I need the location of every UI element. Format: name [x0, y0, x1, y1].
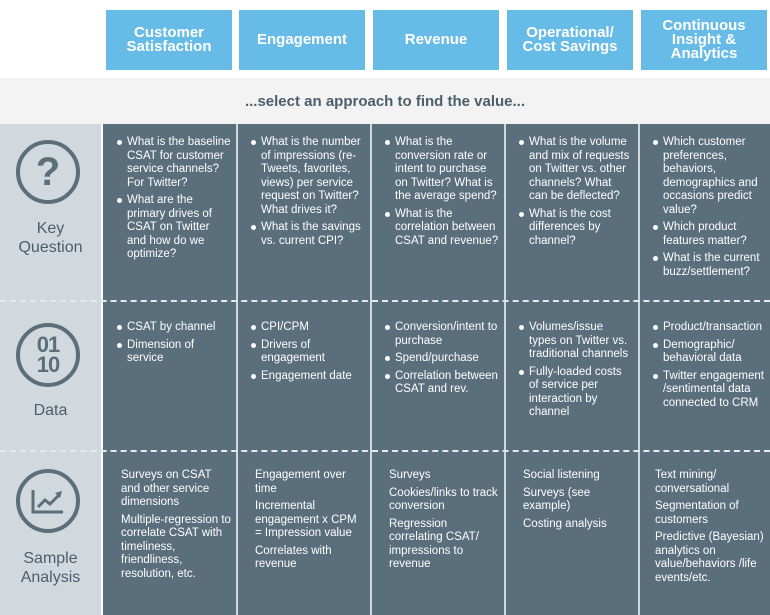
- list-item: What is the conversion rate or intent to…: [385, 136, 499, 204]
- column-header-customer-satisfaction: Customer Satisfaction: [106, 10, 232, 70]
- list-item: What are the primary drives of CSAT on T…: [117, 194, 231, 262]
- list-item: Engagement date: [251, 370, 365, 384]
- list-item: Costing analysis: [523, 517, 607, 530]
- binary-data-icon: 01 10: [16, 323, 80, 387]
- list-item: Conversion/intent to purchase: [385, 321, 499, 348]
- cell-data-insight: Product/transaction Demographic/ behavio…: [639, 301, 770, 451]
- row-label-text: Data: [33, 402, 68, 419]
- cell-data-operational: Volumes/issue types on Twitter vs. tradi…: [505, 301, 639, 451]
- row-separator: [0, 450, 770, 452]
- list-item: What is the correlation between CSAT and…: [385, 208, 499, 249]
- list-item: Surveys (see example): [523, 486, 591, 513]
- list-item: Twitter engagement /sentimental data con…: [653, 370, 764, 411]
- list-item: What is the volume and mix of requests o…: [519, 136, 633, 204]
- cell-data-customer-satisfaction: CSAT by channel Dimension of service: [103, 301, 237, 451]
- column-header-operational-cost-savings: Operational/ Cost Savings: [507, 10, 633, 70]
- cell-analysis-operational: Social listening Surveys (see example) C…: [505, 451, 639, 615]
- cell-key-question-insight: Which customer preferences, behaviors, d…: [639, 124, 770, 301]
- row-label-text: Sample Analysis: [20, 550, 81, 586]
- list-item: Predictive (Bayesian) analytics on value…: [655, 531, 764, 584]
- instruction-banner: ...select an approach to find the value.…: [0, 78, 770, 125]
- list-item: Regression correlating CSAT/ impressions…: [389, 517, 479, 571]
- list-item: Incremental engagement x CPM = Impressio…: [255, 500, 357, 539]
- cell-key-question-engagement: What is the number of impressions (re-Tw…: [237, 124, 371, 301]
- cell-data-revenue: Conversion/intent to purchase Spend/purc…: [371, 301, 505, 451]
- list-item: Segmentation of customers: [655, 500, 739, 526]
- list-item: What is the number of impressions (re-Tw…: [251, 136, 365, 217]
- list-item: Dimension of service: [117, 339, 231, 366]
- cell-key-question-revenue: What is the conversion rate or intent to…: [371, 124, 505, 301]
- cell-analysis-insight: Text mining/ conversational Segmentation…: [639, 451, 770, 615]
- list-item: Volumes/issue types on Twitter vs. tradi…: [519, 321, 633, 362]
- question-mark-icon: ?: [16, 140, 80, 204]
- row-label-data: 01 10 Data: [0, 301, 101, 451]
- list-item: Product/transaction: [653, 321, 764, 335]
- list-item: Cookies/links to track conversion: [389, 486, 498, 513]
- list-item: Which product features matter?: [653, 221, 764, 248]
- list-item: Surveys on CSAT and other service dimens…: [121, 469, 212, 508]
- cell-key-question-customer-satisfaction: What is the baseline CSAT for customer s…: [103, 124, 237, 301]
- list-item: What is the savings vs. current CPI?: [251, 221, 365, 248]
- list-item: Text mining/ conversational: [655, 469, 730, 495]
- row-label-text: Key Question: [18, 220, 83, 256]
- list-item: Correlation between CSAT and rev.: [385, 370, 499, 397]
- row-separator: [0, 300, 770, 302]
- cell-data-engagement: CPI/CPM Drivers of engagement Engagement…: [237, 301, 371, 451]
- list-item: Social listening: [523, 469, 600, 481]
- row-label-key-question: ? Key Question: [0, 124, 101, 301]
- list-item: What is the cost differences by channel?: [519, 208, 633, 249]
- list-item: Fully-loaded costs of service per intera…: [519, 366, 633, 420]
- column-divider: [638, 124, 640, 615]
- cell-analysis-engagement: Engagement over time Incremental engagem…: [237, 451, 371, 615]
- trend-chart-icon: [16, 469, 80, 533]
- column-header-revenue: Revenue: [373, 10, 499, 70]
- column-divider: [370, 124, 372, 615]
- list-item: Surveys: [389, 469, 431, 481]
- row-label-sample-analysis: Sample Analysis: [0, 451, 101, 615]
- list-item: What is the baseline CSAT for customer s…: [117, 136, 231, 190]
- cell-key-question-operational: What is the volume and mix of requests o…: [505, 124, 639, 301]
- list-item: Engagement over time: [255, 469, 346, 495]
- list-item: Drivers of engagement: [251, 339, 365, 366]
- cell-analysis-customer-satisfaction: Surveys on CSAT and other service dimens…: [103, 451, 237, 615]
- list-item: CPI/CPM: [251, 321, 365, 335]
- cell-analysis-revenue: Surveys Cookies/links to track conversio…: [371, 451, 505, 615]
- column-header-engagement: Engagement: [239, 10, 365, 70]
- column-divider: [504, 124, 506, 615]
- list-item: Spend/purchase: [385, 352, 499, 366]
- banner-text: ...select an approach to find the value.…: [244, 93, 526, 110]
- list-item: CSAT by channel: [117, 321, 231, 335]
- list-item: What is the current buzz/settlement?: [653, 252, 764, 279]
- list-item: Correlates with revenue: [255, 544, 332, 571]
- column-divider: [236, 124, 238, 615]
- list-item: Which customer preferences, behaviors, d…: [653, 136, 764, 217]
- list-item: Multiple-regression to correlate CSAT wi…: [121, 513, 231, 580]
- column-header-continuous-insight-analytics: Continuous Insight & Analytics: [641, 10, 767, 70]
- list-item: Demographic/ behavioral data: [653, 339, 764, 366]
